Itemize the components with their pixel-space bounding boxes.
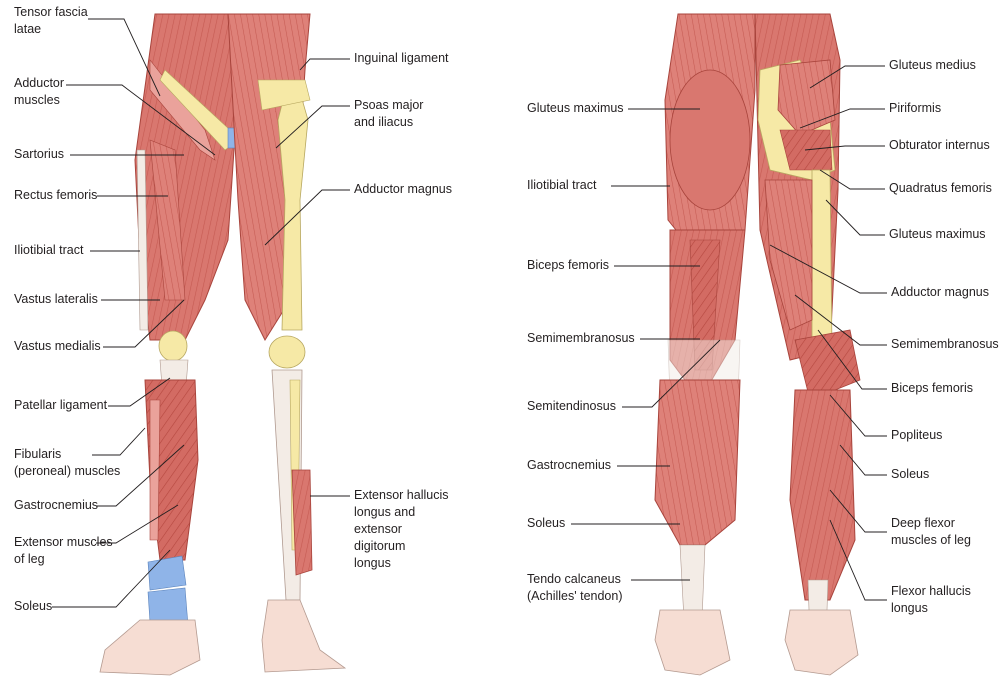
label-soleus: Soleus (14, 598, 52, 615)
label-semimembranosus: Semimembranosus (527, 330, 635, 347)
label-tendo-calcaneus: Tendo calcaneus (Achilles' tendon) (527, 571, 623, 605)
label-biceps-femoris-post: Biceps femoris (891, 380, 973, 397)
posterior-right-leg (755, 14, 860, 675)
label-gluteus-maximus-deep: Gluteus maximus (889, 226, 986, 243)
label-line: Inguinal ligament (354, 50, 449, 67)
label-line: Tensor fascia (14, 4, 88, 21)
anterior-leg-figure (100, 14, 345, 675)
label-line: Iliotibial tract (14, 242, 83, 259)
label-tensor-fascia-latae: Tensor fascia latae (14, 4, 88, 38)
label-line: Soleus (891, 466, 929, 483)
label-line: longus (354, 555, 449, 572)
label-deep-flexor: Deep flexor muscles of leg (891, 515, 971, 549)
label-line: longus and (354, 504, 449, 521)
label-patellar-ligament: Patellar ligament (14, 397, 107, 414)
label-line: Iliotibial tract (527, 177, 596, 194)
anterior-right-leg (228, 14, 345, 672)
label-soleus-post: Soleus (527, 515, 565, 532)
label-line: Vastus medialis (14, 338, 101, 355)
label-line: Quadratus femoris (889, 180, 992, 197)
label-line: Gluteus maximus (527, 100, 624, 117)
label-popliteus: Popliteus (891, 427, 942, 444)
label-line: Rectus femoris (14, 187, 97, 204)
label-line: Piriformis (889, 100, 941, 117)
leader-inguinal-ligament (300, 59, 350, 70)
label-line: Popliteus (891, 427, 942, 444)
label-iliotibial-tract-post: Iliotibial tract (527, 177, 596, 194)
label-line: Soleus (527, 515, 565, 532)
label-line: Fibularis (14, 446, 120, 463)
label-line: Soleus (14, 598, 52, 615)
label-line: Gastrocnemius (14, 497, 98, 514)
label-line: Semimembranosus (527, 330, 635, 347)
label-gluteus-medius: Gluteus medius (889, 57, 976, 74)
label-obturator-internus: Obturator internus (889, 137, 990, 154)
posterior-left-leg (655, 14, 755, 675)
label-line: longus (891, 600, 971, 617)
label-line: Psoas major (354, 97, 423, 114)
label-line: Extensor muscles (14, 534, 113, 551)
label-line: Biceps femoris (891, 380, 973, 397)
label-line: Semitendinosus (527, 398, 616, 415)
label-line: muscles (14, 92, 64, 109)
label-line: Vastus lateralis (14, 291, 98, 308)
label-soleus-deep: Soleus (891, 466, 929, 483)
label-extensor-hallucis: Extensor hallucis longus and extensor di… (354, 487, 449, 572)
label-rectus-femoris: Rectus femoris (14, 187, 97, 204)
label-line: Gluteus maximus (889, 226, 986, 243)
label-line: Adductor magnus (891, 284, 989, 301)
label-line: muscles of leg (891, 532, 971, 549)
label-vastus-lateralis: Vastus lateralis (14, 291, 98, 308)
label-line: Semimembranosus (891, 336, 999, 353)
label-gastrocnemius: Gastrocnemius (14, 497, 98, 514)
label-line: Tendo calcaneus (527, 571, 623, 588)
label-line: Sartorius (14, 146, 64, 163)
label-line: Flexor hallucis (891, 583, 971, 600)
label-line: (Achilles' tendon) (527, 588, 623, 605)
label-line: of leg (14, 551, 113, 568)
label-inguinal-ligament: Inguinal ligament (354, 50, 449, 67)
label-line: extensor (354, 521, 449, 538)
label-line: Adductor (14, 75, 64, 92)
anterior-left-leg (100, 14, 238, 675)
label-line: Adductor magnus (354, 181, 452, 198)
label-line: Patellar ligament (14, 397, 107, 414)
label-line: Gluteus medius (889, 57, 976, 74)
label-psoas-major-iliacus: Psoas major and iliacus (354, 97, 423, 131)
label-line: latae (14, 21, 88, 38)
label-line: Deep flexor (891, 515, 971, 532)
label-line: Extensor hallucis (354, 487, 449, 504)
label-adductor-magnus-post: Adductor magnus (891, 284, 989, 301)
label-line: Biceps femoris (527, 257, 609, 274)
label-piriformis: Piriformis (889, 100, 941, 117)
label-adductor-magnus: Adductor magnus (354, 181, 452, 198)
label-semimembranosus-post: Semimembranosus (891, 336, 999, 353)
label-gastrocnemius-post: Gastrocnemius (527, 457, 611, 474)
label-adductor-muscles: Adductor muscles (14, 75, 64, 109)
label-line: (peroneal) muscles (14, 463, 120, 480)
label-sartorius: Sartorius (14, 146, 64, 163)
label-gluteus-maximus: Gluteus maximus (527, 100, 624, 117)
label-vastus-medialis: Vastus medialis (14, 338, 101, 355)
label-quadratus-femoris: Quadratus femoris (889, 180, 992, 197)
label-semitendinosus: Semitendinosus (527, 398, 616, 415)
label-fibularis: Fibularis (peroneal) muscles (14, 446, 120, 480)
label-flexor-hallucis-longus: Flexor hallucis longus (891, 583, 971, 617)
label-biceps-femoris: Biceps femoris (527, 257, 609, 274)
label-line: Obturator internus (889, 137, 990, 154)
label-line: Gastrocnemius (527, 457, 611, 474)
label-iliotibial-tract: Iliotibial tract (14, 242, 83, 259)
label-line: and iliacus (354, 114, 423, 131)
label-line: digitorum (354, 538, 449, 555)
label-extensor-muscles-of-leg: Extensor muscles of leg (14, 534, 113, 568)
